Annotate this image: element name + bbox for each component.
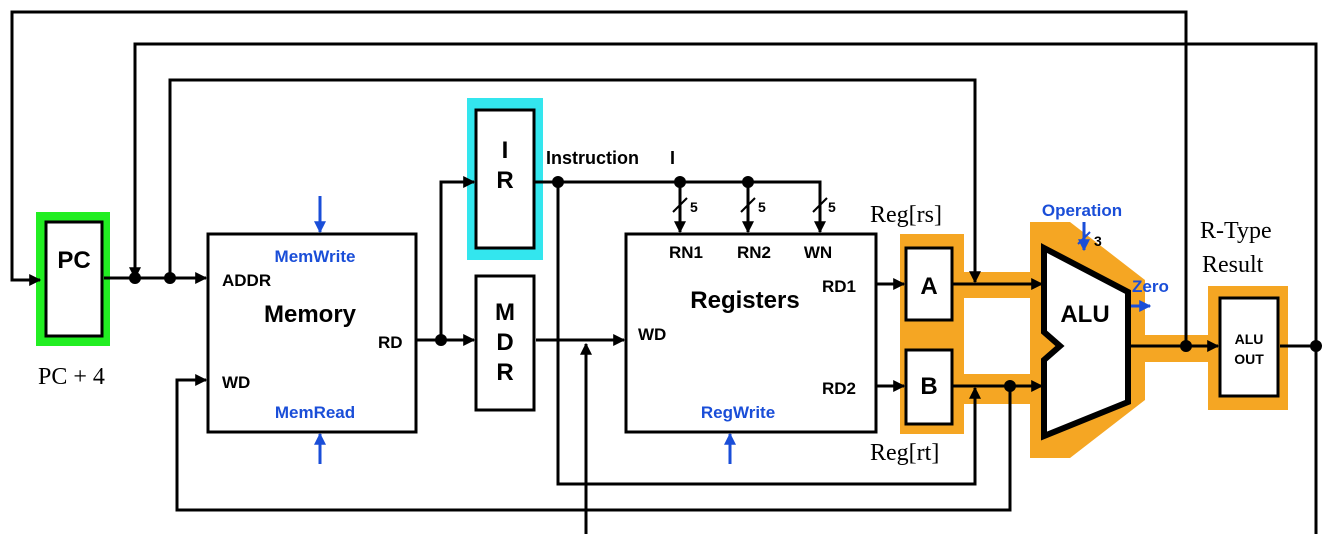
alu-out-label-2: OUT [1234, 351, 1264, 367]
memory-title: Memory [264, 301, 357, 328]
alu-out-label-1: ALU [1235, 331, 1264, 347]
alu-result-loop-wire [129, 42, 1318, 534]
mdr-label-3: R [496, 359, 513, 386]
instruction-label: Instruction [546, 148, 639, 168]
mdr-label-1: M [495, 299, 515, 326]
rd1-label: RD1 [822, 277, 856, 296]
memory-wd-label: WD [222, 373, 250, 392]
result-label: Result [1202, 252, 1264, 278]
i-label: I [670, 148, 675, 168]
a-register [904, 246, 954, 322]
pc-to-a-loop-wire [168, 78, 981, 284]
memwrite-label: MemWrite [275, 247, 356, 266]
memory-rd-label: RD [378, 333, 403, 352]
registers-title: Registers [690, 287, 799, 314]
operation-label: Operation [1042, 201, 1122, 220]
rn2-label: RN2 [737, 243, 771, 262]
memory-block [206, 232, 418, 434]
alu-label: ALU [1060, 301, 1109, 328]
operation-width-label: 3 [1094, 233, 1102, 249]
pc-register [44, 220, 104, 338]
reg-rt-label: Reg[rt] [870, 440, 939, 466]
reg-rs-label: Reg[rs] [870, 202, 942, 228]
memread-label: MemRead [275, 403, 355, 422]
wn-label: WN [804, 243, 832, 262]
alu-out-register [1218, 296, 1280, 398]
mdr-label-2: D [496, 329, 513, 356]
regwrite-label: RegWrite [701, 403, 775, 422]
instruction-to-b-wire [556, 182, 981, 486]
alu-unit [1041, 243, 1131, 441]
r-type-label: R-Type [1200, 218, 1272, 244]
mdr-register [474, 274, 536, 412]
memory-addr-label: ADDR [222, 271, 271, 290]
b-label: B [920, 373, 937, 400]
registers-block [624, 232, 878, 434]
pc-plus-4-label: PC + 4 [38, 364, 105, 390]
ir-label-2: R [496, 167, 513, 194]
a-label: A [920, 273, 937, 300]
rn1-label: RN1 [669, 243, 703, 262]
bus-width-rn1: 5 [690, 199, 698, 215]
b-to-memwd-wire [175, 374, 1012, 512]
rd-to-ir-wire [416, 176, 476, 342]
rd2-label: RD2 [822, 379, 856, 398]
ir-register [474, 108, 536, 250]
ir-label-1: I [502, 137, 509, 164]
instruction-bus-wire [535, 180, 826, 234]
pc-plus4-loop-wire [10, 10, 1188, 346]
zero-label: Zero [1132, 277, 1169, 296]
b-register [904, 348, 954, 426]
bus-width-rn2: 5 [758, 199, 766, 215]
pc-label: PC [57, 247, 90, 274]
bus-width-wn: 5 [828, 199, 836, 215]
registers-wd-label: WD [638, 325, 666, 344]
